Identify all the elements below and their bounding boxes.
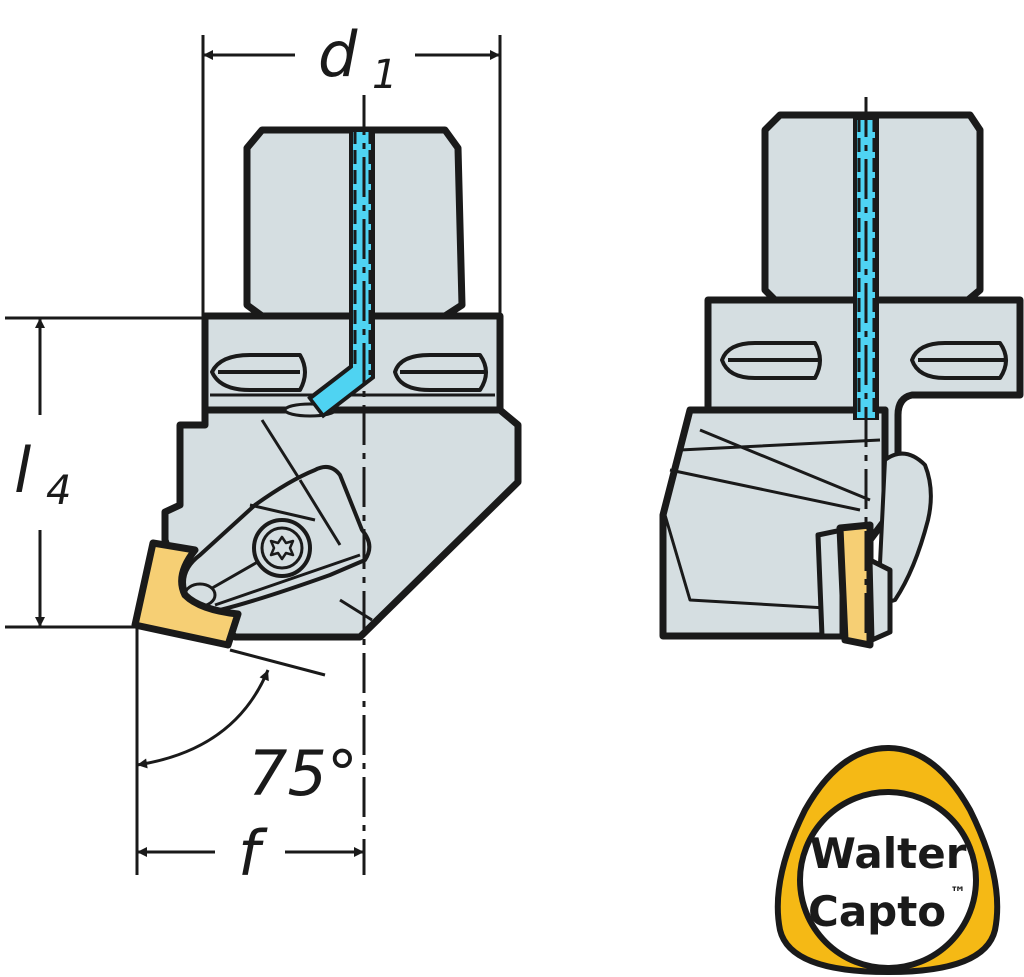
left-view: [131, 126, 522, 649]
right-slot-2: [910, 341, 1008, 380]
logo-trademark: ™: [950, 883, 966, 902]
logo-walter: Walter: [810, 829, 967, 878]
right-clamp: [876, 451, 933, 607]
left-insert: [131, 539, 242, 649]
l4-subscript: 4: [46, 468, 71, 514]
d1-subscript: 1: [372, 52, 397, 98]
torx-icon: [269, 535, 295, 561]
left-slot-1: [210, 353, 307, 392]
angle-arc: [136, 669, 270, 769]
right-insert: [836, 521, 874, 649]
l4-label: l: [14, 434, 31, 507]
logo-capto: Capto: [808, 887, 946, 936]
right-view: [659, 97, 1024, 649]
walter-capto-logo: Walter Capto ™: [774, 744, 1001, 976]
d1-label: d: [318, 18, 358, 91]
left-slot-2: [393, 353, 488, 392]
right-slot-1: [720, 341, 822, 380]
angle-label: 75°: [248, 737, 358, 810]
f-label: f: [238, 817, 268, 890]
dimension-lines: [5, 35, 502, 875]
